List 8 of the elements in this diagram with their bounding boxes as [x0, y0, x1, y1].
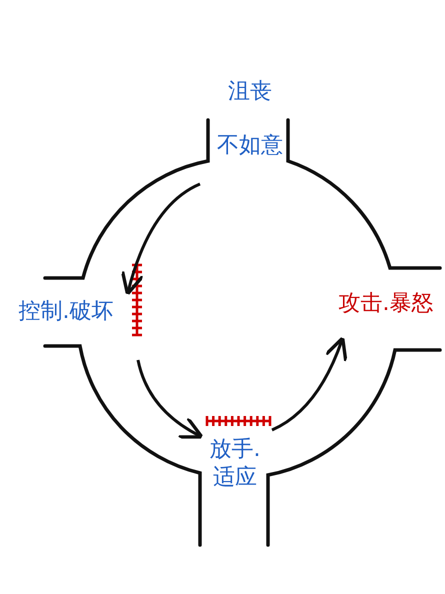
arrow: [121, 182, 201, 296]
arrow: [136, 360, 204, 439]
node-label: 不如意: [217, 132, 283, 159]
arrow: [271, 336, 348, 432]
node-label: 攻击.暴怒: [338, 290, 434, 318]
node-label: 控制.破坏: [18, 298, 114, 326]
node-label: 放手.适应: [208, 436, 262, 491]
node-label: 沮丧: [228, 78, 272, 106]
